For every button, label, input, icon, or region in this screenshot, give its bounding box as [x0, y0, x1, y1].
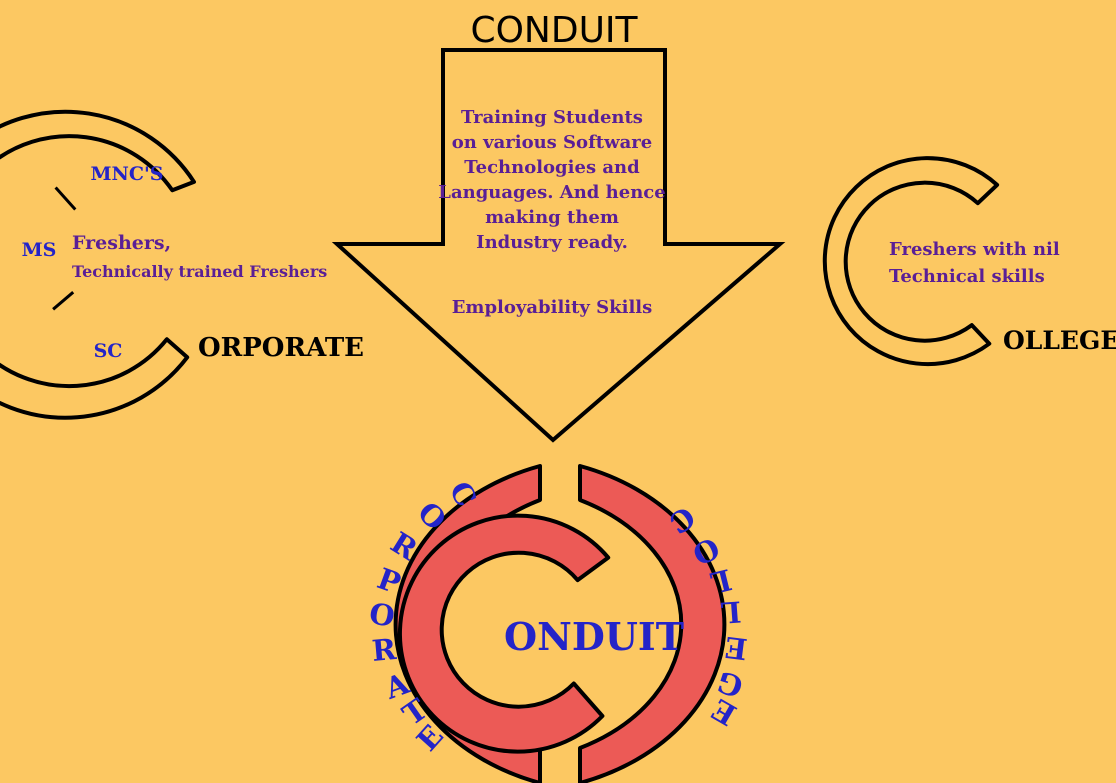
- corporate-word: ORPORATE: [198, 333, 364, 363]
- corporate-c-divider: [52, 291, 75, 311]
- arrow-line: Training Students: [461, 107, 643, 128]
- arrow-title: CONDUIT: [470, 10, 638, 51]
- corporate-text-line: Technically trained Freshers: [72, 262, 327, 281]
- conduit-c-shape: [397, 513, 611, 754]
- arrow-line: making them: [485, 207, 619, 228]
- college-description: Freshers with nil Technical skills: [889, 239, 1060, 287]
- college-ring: [578, 464, 727, 783]
- segment-ms: MS: [22, 239, 57, 261]
- college-word: OLLEGE: [1003, 326, 1116, 355]
- corporate-c-divider: [54, 186, 77, 211]
- corporate-text-line: Freshers,: [72, 232, 171, 254]
- college-text-line: Freshers with nil: [889, 239, 1060, 260]
- corporate-c-shape: [0, 109, 196, 420]
- college-ring-letter: L: [720, 594, 743, 629]
- down-arrow: [331, 48, 786, 443]
- corporate-segments: MNC'S MS SC: [22, 163, 164, 362]
- arrow-line: Languages. And hence: [438, 182, 665, 203]
- college-text-line: Technical skills: [889, 266, 1045, 287]
- segment-mncs: MNC'S: [90, 163, 163, 185]
- arrow-line: Technologies and: [464, 157, 640, 178]
- corporate-description: Freshers, Technically trained Freshers: [72, 232, 327, 281]
- employability-skills-label: Employability Skills: [452, 297, 653, 318]
- corporate-ring-letter: O: [367, 596, 398, 634]
- conduit-word: ONDUIT: [504, 614, 684, 659]
- arrow-line: Industry ready.: [476, 232, 628, 253]
- corporate-c: [0, 109, 196, 420]
- arrow-description: Training Students on various Software Te…: [438, 107, 665, 318]
- corporate-ring-letter: R: [371, 632, 399, 668]
- college-c-shape: [822, 156, 1000, 367]
- arrow-line: on various Software: [452, 132, 652, 153]
- segment-sc: SC: [94, 340, 123, 362]
- college-ring-letter: E: [723, 630, 749, 666]
